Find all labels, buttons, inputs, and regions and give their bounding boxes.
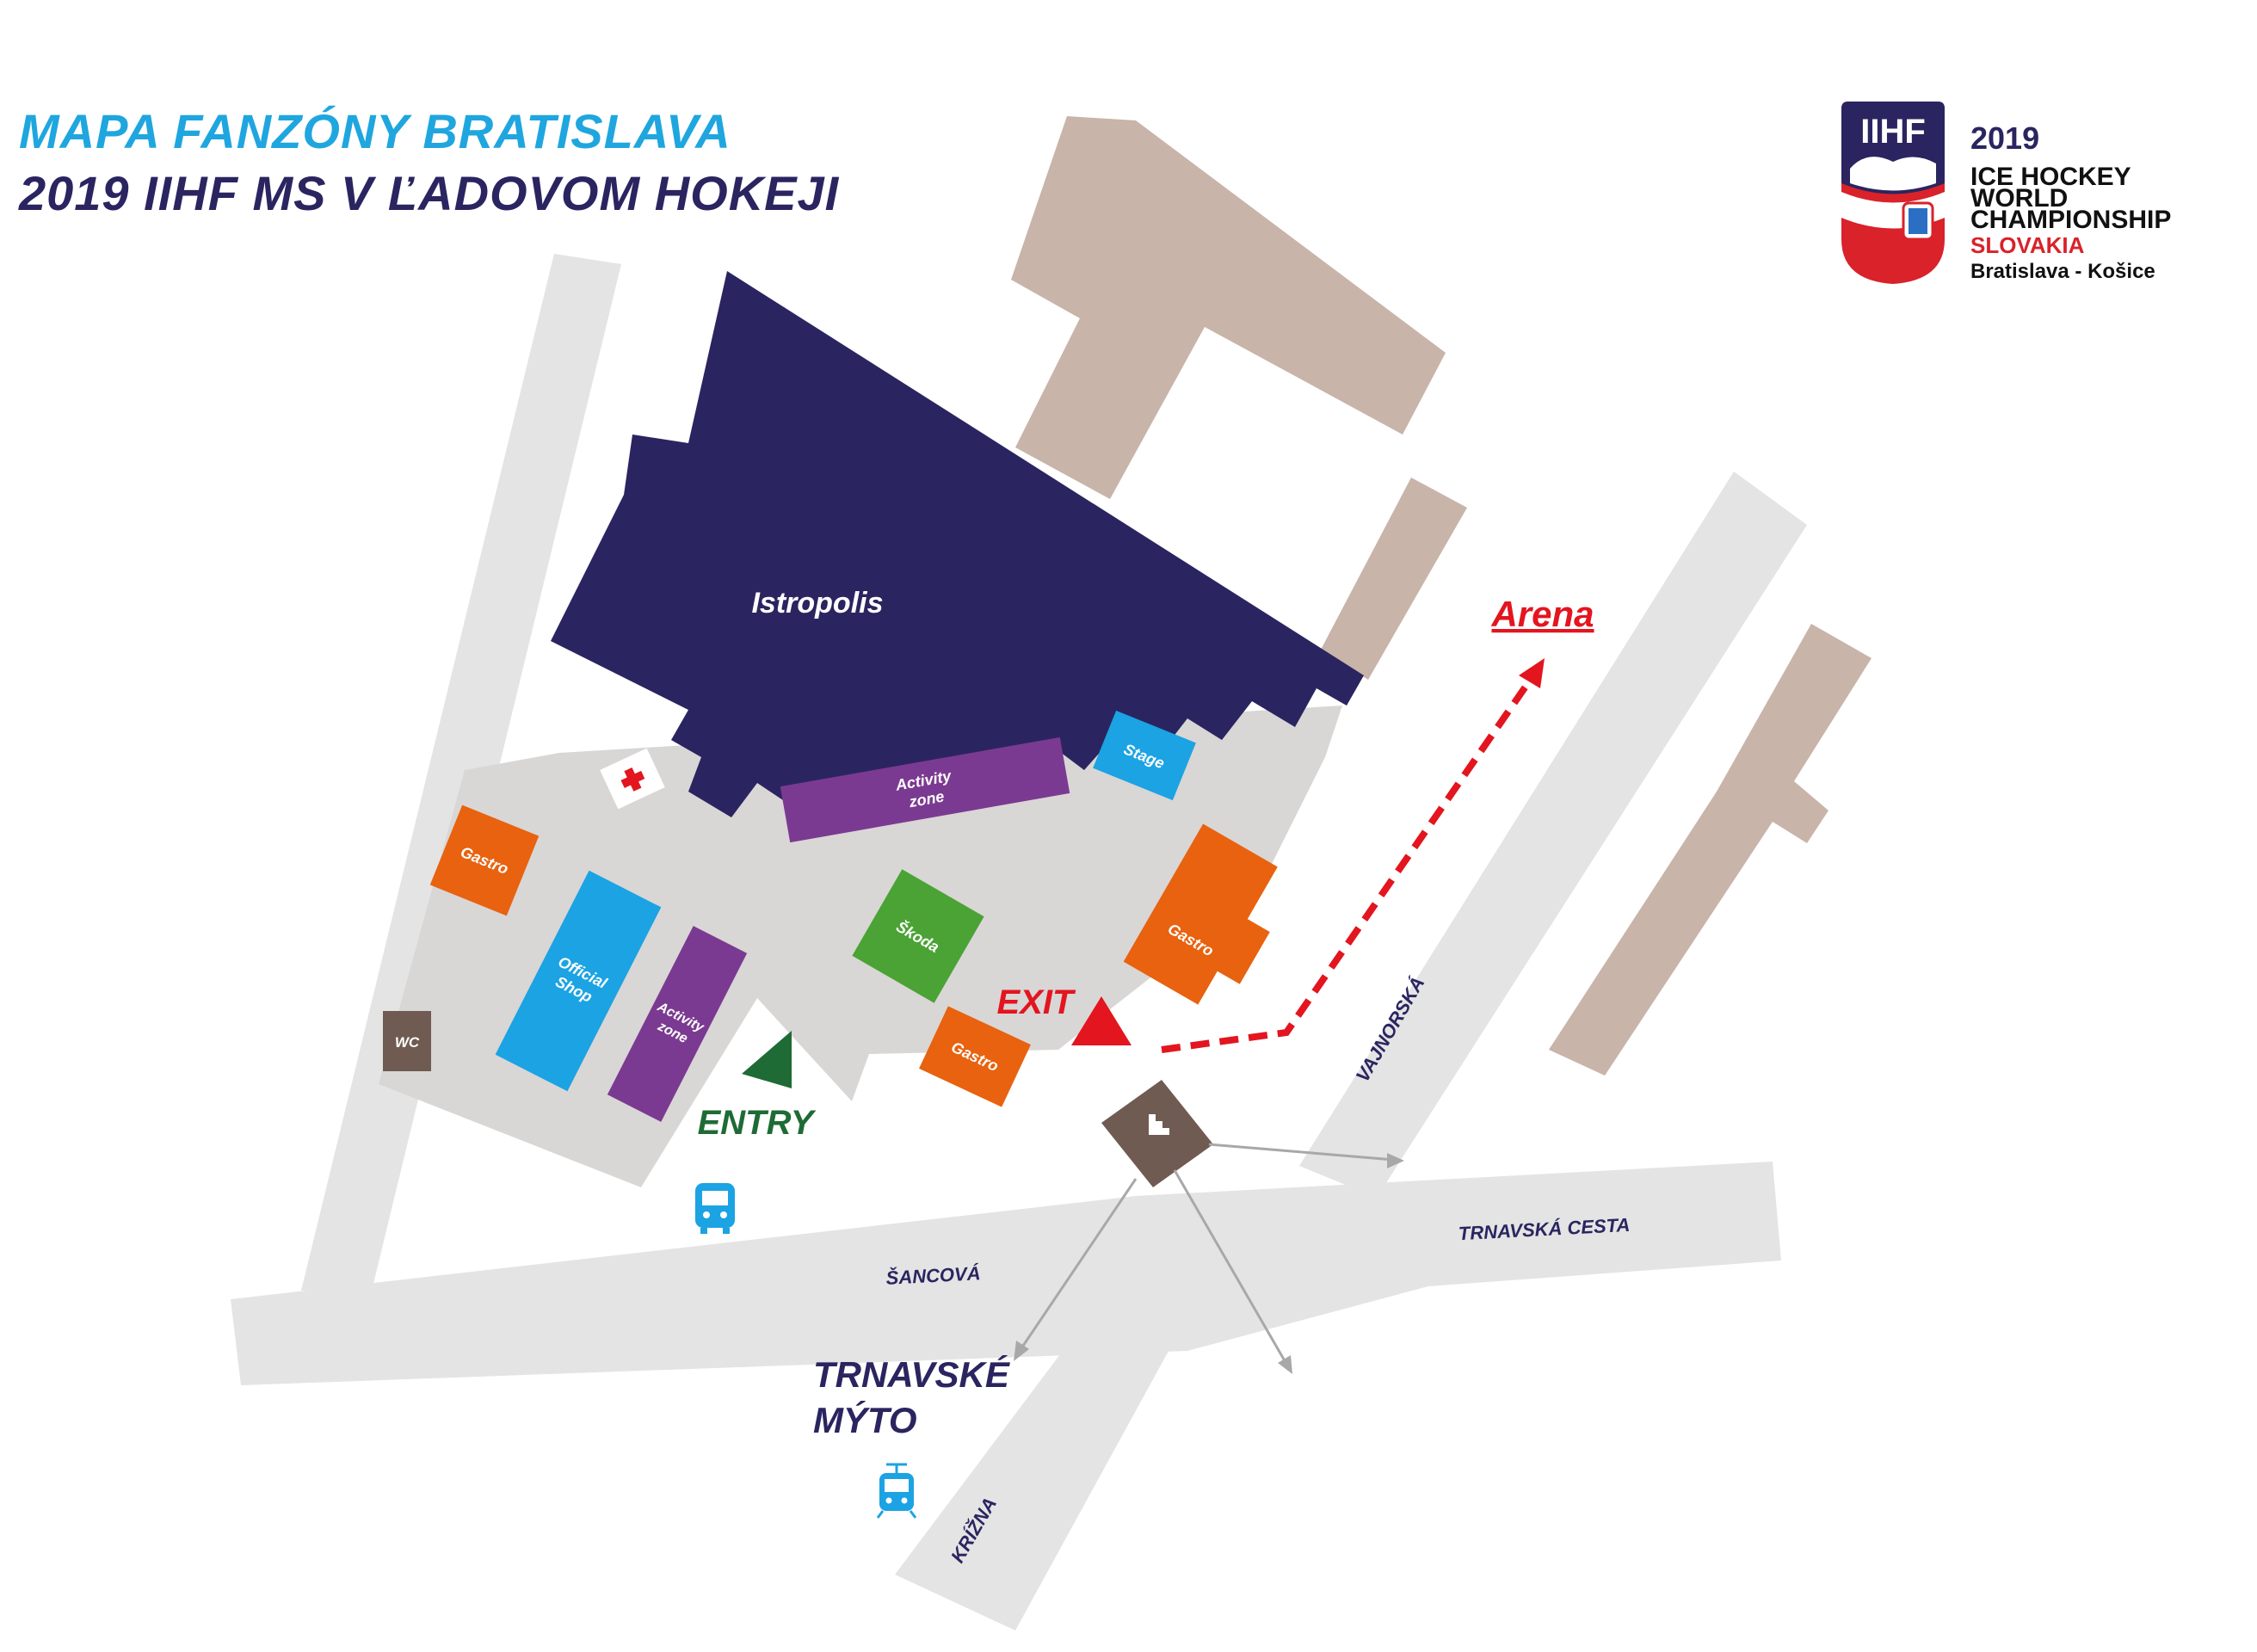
arena-route [1161,681,1531,1053]
road-krizna [895,1316,1187,1630]
exit-label[interactable]: EXIT [997,983,1076,1021]
logo-line5: Bratislava - Košice [1970,260,2155,283]
building-right [1549,624,1872,1076]
stop-name-line1: TRNAVSKÉ [813,1354,1011,1395]
wc-label: WC [395,1034,420,1051]
tram-icon[interactable] [876,1463,917,1519]
iihf-badge-icon: IIHF [1841,102,1945,284]
gastro-right[interactable]: Gastro [1123,823,1300,1017]
logo-badge-text: IIHF [1860,113,1926,151]
road-left-vertical [301,254,621,1291]
entry-label[interactable]: ENTRY [698,1104,817,1142]
underpass[interactable] [1101,1080,1213,1187]
street-sancova: ŠANCOVÁ [885,1262,981,1289]
gastro-bottom[interactable]: Gastro [919,1006,1031,1107]
logo-year: 2019 [1970,120,2040,156]
logo-line2: WORLD [1970,184,2069,213]
activity-zone-top[interactable]: Activity zone [780,737,1070,843]
road-sancova [231,1162,1781,1385]
stop-name-line2: MÝTO [813,1400,917,1440]
istropolis-label: Istropolis [751,587,883,620]
wc[interactable]: WC [383,1011,431,1071]
arena-label[interactable]: Arena [1490,594,1594,634]
roads [231,254,1807,1630]
stairs-icon [1149,1114,1169,1135]
iihf-championship-logo: IIHF 2019 ICE HOCKEY WORLD CHAMPIONSHIP … [1841,102,2220,287]
first-aid-icon [620,767,645,792]
exit-arrow-icon[interactable] [1071,996,1132,1045]
first-aid-marker [600,748,665,810]
building-t-block [1011,116,1446,499]
activity-zone-left[interactable]: Activity zone [607,926,748,1122]
pedestrian-arrows [1014,1143,1404,1374]
stage-zone[interactable]: Stage [1093,710,1196,801]
skoda-zone[interactable]: Škoda [852,869,984,1003]
logo-line4: SLOVAKIA [1970,232,2085,258]
building-narrow-middle [1321,478,1467,680]
map-title-line2: 2019 IIHF MS V ĽADOVOM HOKEJI [19,166,840,220]
logo-line1: ICE HOCKEY [1970,163,2131,191]
bus-icon[interactable] [695,1183,735,1234]
arena-route-arrowhead [1519,658,1545,688]
gastro-left[interactable]: Gastro [429,804,540,916]
surrounding-buildings [1011,116,1872,1076]
logo-line3: CHAMPIONSHIP [1970,206,2172,234]
map-title-line1: MAPA FANZÓNY BRATISLAVA [19,104,731,158]
entry-arrow-icon[interactable] [742,1031,792,1088]
road-vajnorska [1299,472,1807,1198]
official-shop[interactable]: Official Shop [495,870,662,1092]
istropolis-building [551,271,1364,817]
